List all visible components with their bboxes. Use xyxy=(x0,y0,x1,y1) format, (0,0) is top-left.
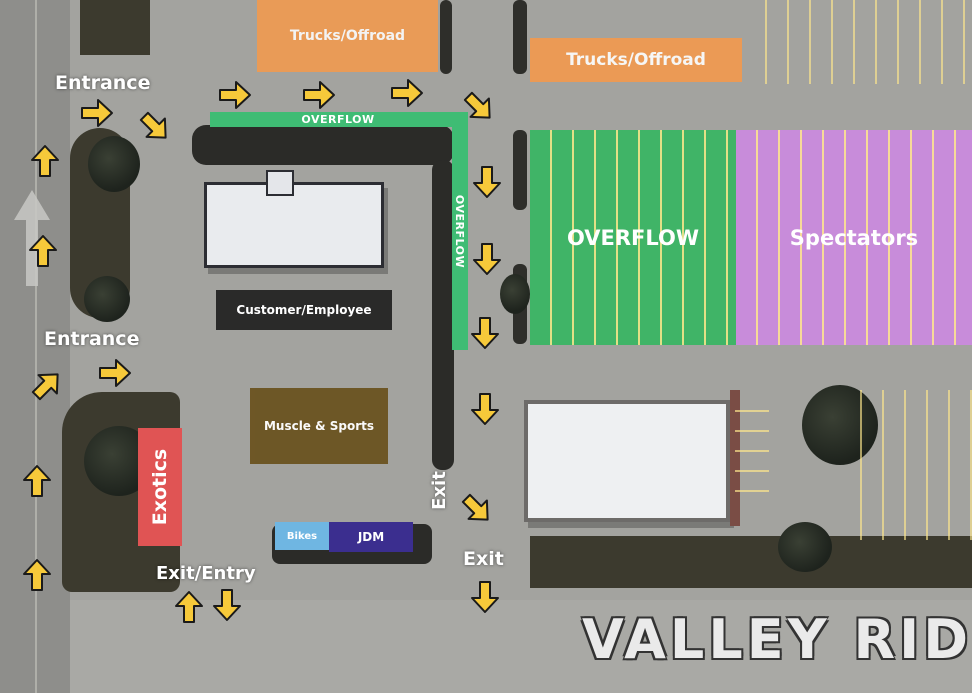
grass-strip-right-bottom xyxy=(530,536,972,588)
zone-overflow-strip-vertical: OVERFLOW xyxy=(452,112,468,350)
entrance-label-mid: Entrance xyxy=(44,328,140,350)
zone-label: Trucks/Offroad xyxy=(289,28,406,44)
zone-label: Muscle & Sports xyxy=(263,419,375,433)
arrow-icon xyxy=(468,316,502,350)
lot-right-upper xyxy=(745,0,972,84)
arrow-icon xyxy=(470,165,504,199)
tree xyxy=(84,276,130,322)
tree xyxy=(88,136,140,192)
zone-jdm: JDM xyxy=(329,522,413,552)
arrow-icon xyxy=(98,356,132,390)
valley-ridge-watermark: VALLEY RID xyxy=(582,608,972,671)
zone-customer-employee: Customer/Employee xyxy=(216,290,392,330)
lot-right-lower xyxy=(840,390,972,540)
tree xyxy=(778,522,832,572)
arrow-icon xyxy=(210,588,244,622)
zone-label: Exotics xyxy=(149,448,171,526)
zone-label: Customer/Employee xyxy=(236,303,372,317)
zone-label: Trucks/Offroad xyxy=(566,50,706,70)
zone-overflow: OVERFLOW xyxy=(530,130,736,345)
entrance-label-top: Entrance xyxy=(55,72,151,94)
arrow-icon xyxy=(453,485,501,533)
grass-island-center xyxy=(192,125,454,165)
exit-label-bottom: Exit xyxy=(463,548,504,570)
grass-divider-mid-1 xyxy=(513,130,527,210)
zone-bikes: Bikes xyxy=(275,522,329,550)
zone-label: JDM xyxy=(357,530,385,544)
building-house xyxy=(204,182,384,268)
zone-label: Spectators xyxy=(789,225,919,250)
exit-label-vertical: Exit xyxy=(428,471,450,510)
zone-muscle-sports: Muscle & Sports xyxy=(250,388,388,464)
zone-spectators: Spectators xyxy=(736,130,972,345)
road-bottom xyxy=(70,600,972,693)
zone-label: Bikes xyxy=(286,530,318,542)
grass-divider-top-2 xyxy=(513,0,527,74)
arrow-icon xyxy=(172,590,206,624)
arrow-icon xyxy=(390,76,424,110)
road-direction-arrow xyxy=(14,190,50,286)
zone-label: OVERFLOW xyxy=(301,113,375,126)
tree xyxy=(500,274,530,314)
grass-divider-top-1 xyxy=(440,0,452,74)
zone-trucks-offroad-right: Trucks/Offroad xyxy=(530,38,742,82)
grass-strip-top xyxy=(80,0,150,55)
arrow-icon xyxy=(470,242,504,276)
zone-label: OVERFLOW xyxy=(566,225,700,250)
arrow-icon xyxy=(455,83,503,131)
arrow-icon xyxy=(468,392,502,426)
lot-left-small xyxy=(735,410,769,510)
arrow-icon xyxy=(28,144,62,178)
building-house-tower xyxy=(266,170,294,196)
arrow-icon xyxy=(26,234,60,268)
zone-trucks-offroad-top: Trucks/Offroad xyxy=(257,0,438,72)
zone-overflow-strip-horizontal: OVERFLOW xyxy=(210,112,466,127)
arrow-icon xyxy=(131,103,179,151)
arrow-icon xyxy=(218,78,252,112)
road-left-lane-divider xyxy=(35,0,37,693)
zone-label: OVERFLOW xyxy=(453,194,467,268)
arrow-icon xyxy=(302,78,336,112)
arrow-icon xyxy=(468,580,502,614)
grass-divider-vertical xyxy=(432,160,454,470)
arrow-icon xyxy=(23,361,71,409)
arrow-icon xyxy=(20,464,54,498)
arrow-icon xyxy=(80,96,114,130)
arrow-icon xyxy=(20,558,54,592)
building-store xyxy=(524,400,730,522)
exit-entry-label: Exit/Entry xyxy=(156,563,256,584)
zone-exotics: Exotics xyxy=(138,428,182,546)
